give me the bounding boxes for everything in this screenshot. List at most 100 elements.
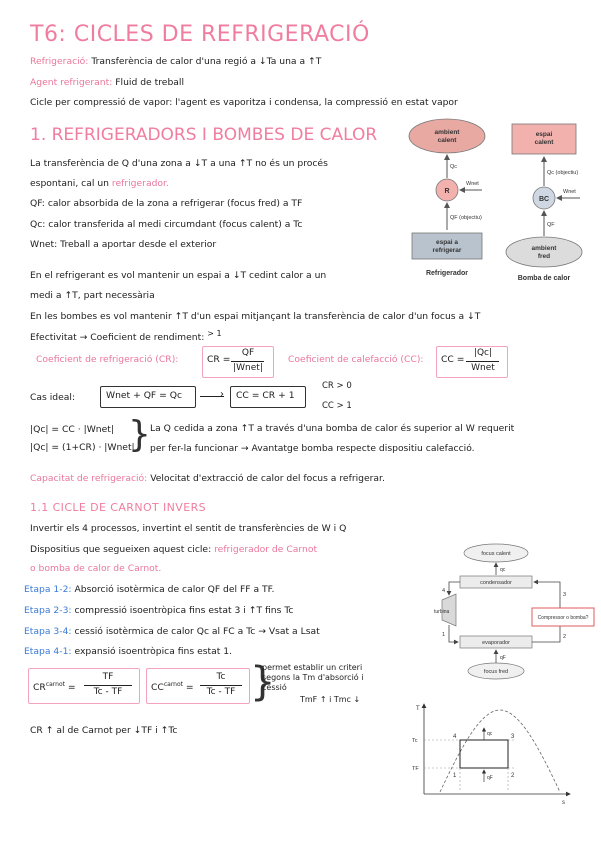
cr-carnot-box <box>28 668 140 704</box>
line-3 <box>533 579 561 608</box>
text: espontani, cal un <box>30 178 109 189</box>
cop-c-den: Wnet <box>471 363 495 373</box>
state-2: 2 <box>563 634 566 640</box>
ideal-eq2: CC = CR + 1 <box>236 390 295 401</box>
term: Agent refrigerant: <box>30 77 113 88</box>
hot-label-line1: espai <box>536 131 553 138</box>
fraction-bar <box>84 685 132 686</box>
text: Efectivitat → Coeficient de rendiment: <box>30 332 205 343</box>
criterion-a: permet establir un criteri <box>262 663 363 672</box>
def-refrigeracio: Refrigeració: Transferència de calor d'u… <box>30 56 321 68</box>
section-heading: 1. REFRIGERADORS I BOMBES DE CALOR <box>30 125 378 145</box>
heat-pump-diagram: espai calent Qc (objectiu) BC Wnet QF am… <box>505 123 583 282</box>
compressor-box <box>531 607 595 627</box>
arrow-head: › <box>220 389 224 400</box>
note: > 1 <box>207 329 222 338</box>
evaporator-label: evaporador <box>482 640 510 646</box>
cop-c-label: Coeficient de calefacció (CC): <box>288 354 424 365</box>
subsection-heading: 1.1 CICLE DE CARNOT INVERS <box>30 501 207 514</box>
cc-note: CC > 1 <box>322 401 352 411</box>
state-3: 3 <box>563 592 566 598</box>
text: Dispositius que segueixen aquest cicle: <box>30 544 212 555</box>
criterion-d: TmF ↑ i Tmc ↓ <box>300 695 361 704</box>
qc-def: Qc: calor transferida al medi circumdant… <box>30 219 303 230</box>
cold-focus-label: focus fred <box>484 669 508 675</box>
ideal-label: Cas ideal: <box>30 392 76 403</box>
term: Capacitat de refrigeració: <box>30 473 148 484</box>
remark-b: per fer-la funcionar → Avantatge bomba r… <box>150 443 475 454</box>
final-remark: CR ↑ al de Carnot per ↓TF i ↑Tc <box>30 725 178 736</box>
cc-carnot-box <box>146 668 250 704</box>
ts-diagram: T s Tc TF qc qF 4 3 1 2 <box>412 703 571 806</box>
qc-label: Qc (objectiu) <box>547 170 578 176</box>
ideal-eq2-box <box>230 386 306 408</box>
cr-carnot-num: TF <box>102 672 114 682</box>
qf-def: QF: calor absorbida de la zona a refrige… <box>30 198 303 209</box>
symbol: CC <box>151 682 164 694</box>
turbine-label: turbina <box>434 609 450 615</box>
point-1: 1 <box>453 773 457 779</box>
point-3: 3 <box>511 734 515 740</box>
cold-label-line1: espai a <box>436 239 458 246</box>
step-label: Etapa 2-3: <box>24 605 72 616</box>
pump-caption: Bomba de calor <box>518 275 571 282</box>
step-3: Etapa 3-4: cessió isotèrmica de calor Qc… <box>24 626 320 638</box>
qc-label: Qc <box>450 164 457 170</box>
cold-ambient-ellipse <box>505 236 583 268</box>
step-text: cessió isotèrmica de calor Qc al FC a Tc… <box>74 626 320 637</box>
hot-focus-label: focus calent <box>481 551 511 557</box>
fridge-caption: Refrigerador <box>426 270 468 277</box>
link-refrigerador[interactable]: refrigerador. <box>111 178 169 189</box>
fraction-bar <box>231 361 264 362</box>
cop-c-box <box>436 346 508 378</box>
link-refrigerador-carnot[interactable]: refrigerador de Carnot <box>214 544 318 555</box>
qf-label: QF (objectiu) <box>450 215 482 221</box>
cc-carnot-den: Tc - TF <box>206 687 236 697</box>
step-4: Etapa 4-1: expansió isoentròpica fins es… <box>24 646 232 658</box>
hot-focus-ellipse <box>463 543 529 563</box>
eq-b: |Qc| = (1+CR) · |Wnet| <box>30 442 135 453</box>
cold-focus-ellipse <box>467 662 525 680</box>
cop-c-num: |Qc| <box>473 348 493 358</box>
brace: } <box>128 414 151 455</box>
paragraph: En el refrigerant es vol mantenir un esp… <box>30 270 327 281</box>
cr-carnot-den: Tc - TF <box>93 687 123 697</box>
tc-label: Tc <box>412 738 418 744</box>
def-cicle: Cicle per compressió de vapor: l'agent e… <box>30 97 458 108</box>
cop-c-lhs: CC = <box>441 354 465 365</box>
point-4: 4 <box>453 734 457 740</box>
qc-label: qc <box>487 731 493 737</box>
fridge-diagram: ambient calent Qc R Wnet QF (objectiu) e… <box>408 118 486 277</box>
turbine-shape <box>441 593 457 627</box>
state-1: 1 <box>442 632 445 638</box>
cold-label-line1: ambient <box>532 245 558 252</box>
fraction-bar <box>200 685 242 686</box>
term: Refrigeració: <box>30 56 89 67</box>
fraction-bar <box>466 361 499 362</box>
page-title: T6: CICLES DE REFRIGERACIÓ <box>30 22 370 47</box>
heat-pump-node <box>532 186 556 210</box>
definition: Transferència de calor d'una regió a ↓Ta… <box>91 56 322 67</box>
cr-note: CR > 0 <box>322 381 352 391</box>
node-label: R <box>444 188 449 195</box>
qf-label: qF <box>487 775 493 781</box>
brace: } <box>250 659 276 705</box>
cop-r-label: Coeficient de refrigeració (CR): <box>36 354 179 365</box>
hot-label-line1: ambient <box>435 129 461 136</box>
step-text: Absorció isotèrmica de calor QF del FF a… <box>74 584 275 595</box>
paragraph: Dispositius que segueixen aquest cicle: … <box>30 544 317 556</box>
remark-a: La Q cedida a zona ↑T a través d'una bom… <box>150 423 515 434</box>
hot-space-box <box>511 123 577 155</box>
paragraph: Efectivitat → Coeficient de rendiment: >… <box>30 329 222 344</box>
cycle-rectangle <box>459 739 509 769</box>
node-label: BC <box>539 196 549 203</box>
criterion-b: segons la Tm d'absorció i <box>262 673 364 682</box>
tf-label: TF <box>412 766 419 772</box>
step-label: Etapa 1-2: <box>24 584 72 595</box>
link-bomba-carnot[interactable]: o bomba de calor de Carnot. <box>30 563 162 574</box>
hot-label-line2: calent <box>535 139 555 146</box>
cc-carnot-num: Tc <box>216 672 226 682</box>
criterion-c: cessió <box>262 683 287 692</box>
cold-label-line2: refrigerar <box>433 247 462 254</box>
step-1: Etapa 1-2: Absorció isotèrmica de calor … <box>24 584 274 596</box>
